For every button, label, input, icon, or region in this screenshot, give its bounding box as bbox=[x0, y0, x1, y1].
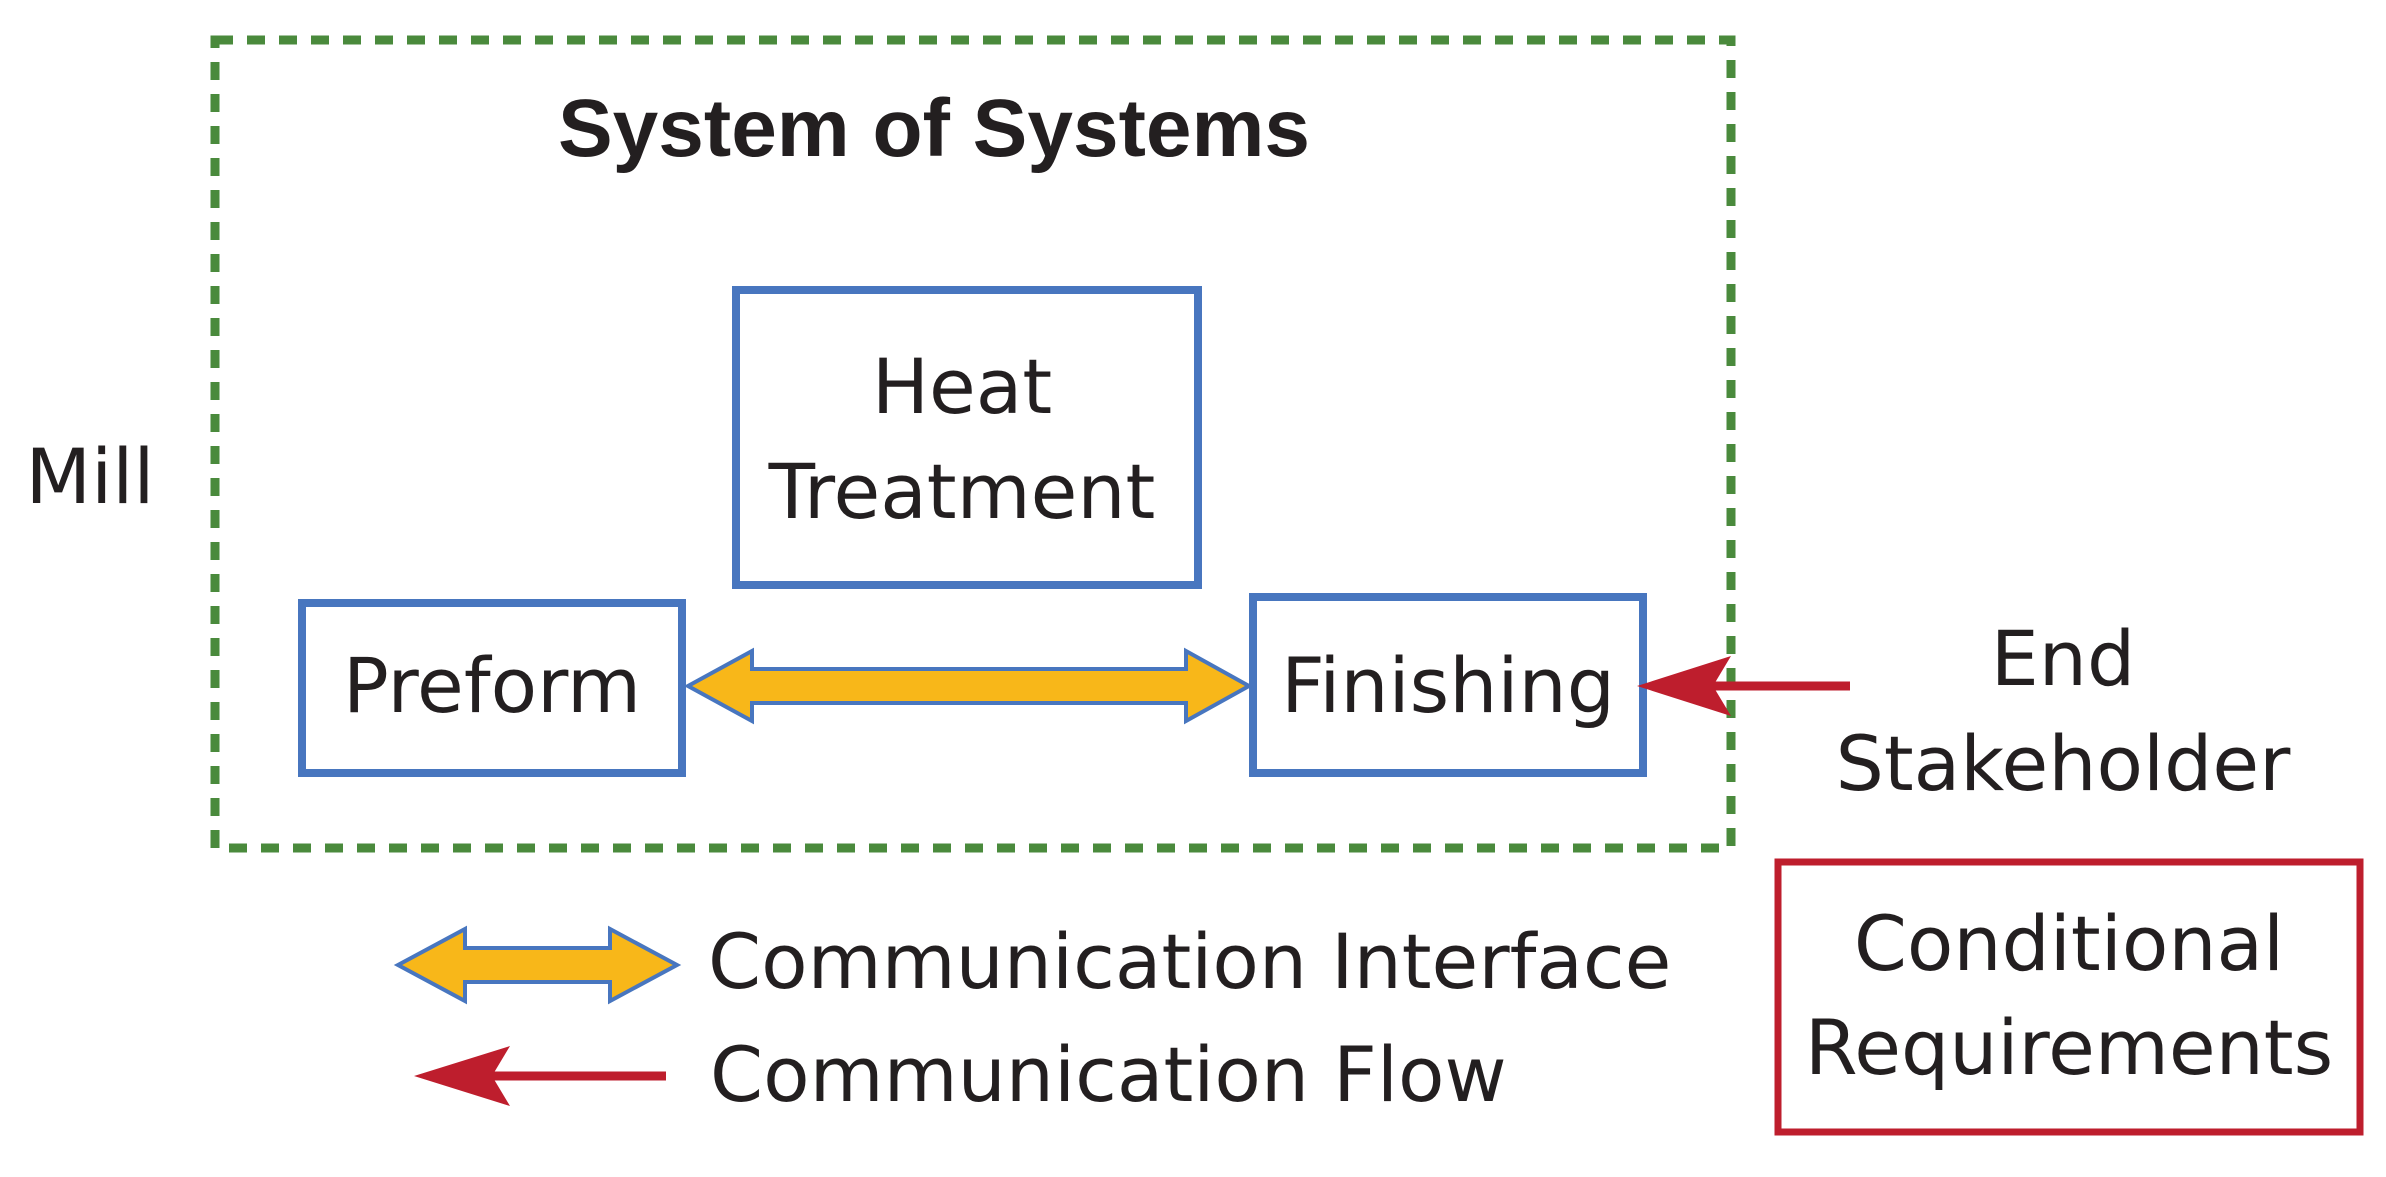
heat-treatment-box: Heat Treatment bbox=[732, 286, 1202, 589]
heat-treatment-label-line1: Heat bbox=[872, 342, 1052, 431]
legend-interface-icon bbox=[393, 925, 682, 1005]
end-stakeholder-label-line2: Stakeholder bbox=[1836, 719, 2291, 808]
mill-label: Mill bbox=[26, 432, 155, 521]
communication-flow-arrow bbox=[1637, 656, 1850, 716]
legend-flow-icon bbox=[414, 1046, 666, 1106]
finishing-label: Finishing bbox=[1281, 641, 1615, 730]
conditional-requirements-box: Conditional Requirements bbox=[1774, 858, 2364, 1136]
end-stakeholder-label-line1: End bbox=[1991, 614, 2135, 703]
preform-label: Preform bbox=[343, 641, 641, 730]
legend: Communication Interface Communication Fl… bbox=[393, 917, 1671, 1119]
preform-box: Preform bbox=[298, 599, 686, 777]
conditional-requirements-label-line1: Conditional bbox=[1854, 899, 2284, 988]
legend-interface-label: Communication Interface bbox=[708, 917, 1671, 1006]
diagram-title: System of Systems bbox=[558, 83, 1310, 174]
conditional-requirements-label-line2: Requirements bbox=[1805, 1003, 2333, 1092]
legend-flow-label: Communication Flow bbox=[710, 1030, 1507, 1119]
communication-interface-arrow bbox=[683, 647, 1254, 725]
finishing-box: Finishing bbox=[1249, 593, 1647, 777]
heat-treatment-label-line2: Treatment bbox=[768, 447, 1156, 536]
mill-boundary bbox=[210, 35, 1736, 853]
